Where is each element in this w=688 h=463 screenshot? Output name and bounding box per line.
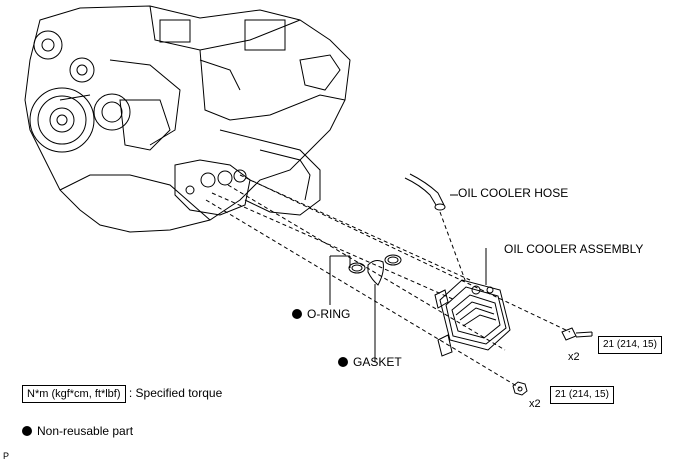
guide-lines [205,174,571,389]
engine-block [24,5,351,233]
mount-ports [185,169,247,195]
nut-qty: x2 [529,398,541,410]
torque-legend: N*m (kgf*cm, ft*lbf) : Specified torque [22,385,222,403]
leader-lines [329,194,487,362]
oil-cooler-assembly [434,279,511,357]
label-o-ring: O-RING [292,307,350,321]
label-oil-cooler-hose: OIL COOLER HOSE [458,186,569,200]
bolt [561,327,593,341]
gasket-text: GASKET [353,355,402,369]
nonreusable-text: Non-reusable part [37,424,134,438]
label-gasket: GASKET [338,355,402,369]
o-ring-text: O-RING [307,307,351,321]
nonreusable-dot-icon [22,426,32,436]
torque-unit-box: N*m (kgf*cm, ft*lbf) [22,385,126,403]
oil-cooler-hose [404,173,445,206]
gasket [367,260,384,286]
nut [512,381,528,396]
torque-desc: : Specified torque [128,386,223,400]
nonreusable-dot-icon [338,357,348,367]
nut-torque-box: 21 (214, 15) [550,386,614,404]
nonreusable-legend: Non-reusable part [22,424,133,438]
o-rings [348,254,402,274]
label-oil-cooler-assembly: OIL COOLER ASSEMBLY [504,242,644,256]
bolt-torque-box: 21 (214, 15) [598,336,662,354]
corner-mark: P [3,451,10,461]
nonreusable-dot-icon [292,309,302,319]
pulleys [29,30,131,153]
bolt-qty: x2 [568,351,580,363]
